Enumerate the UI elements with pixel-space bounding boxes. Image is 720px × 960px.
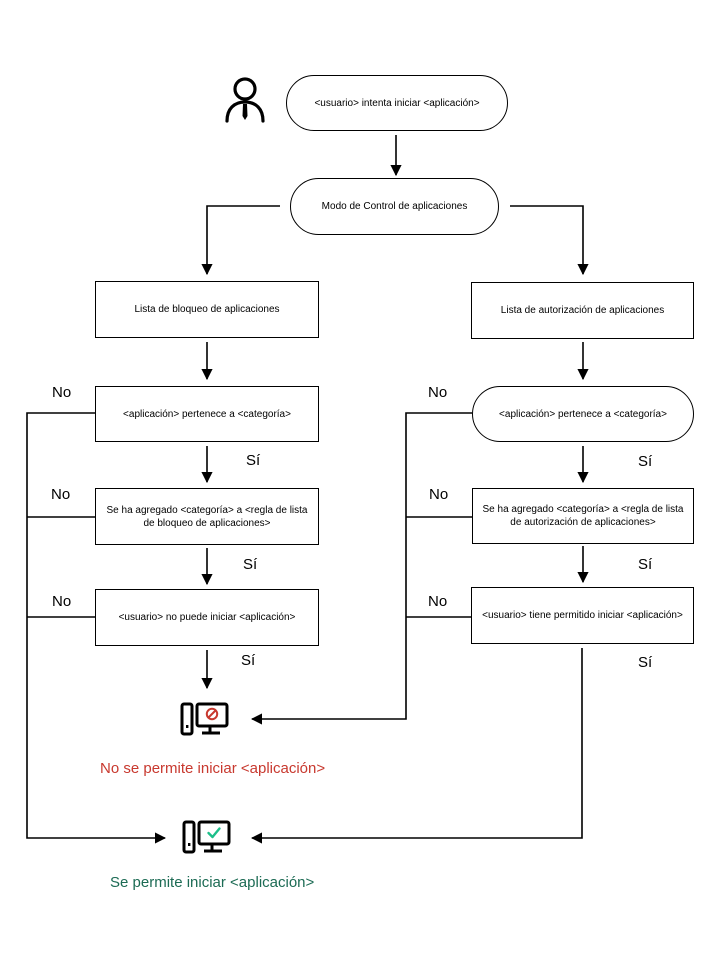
- label-yes-allow-belongs: Sí: [638, 453, 653, 470]
- label-no-block-cannot: No: [52, 593, 72, 610]
- arrow-mode-allow: [510, 205, 589, 276]
- line-allow-no: [250, 412, 472, 725]
- label-no-block-added: No: [51, 486, 71, 503]
- result-denied: No se permite iniciar <aplicación>: [100, 760, 326, 777]
- label-yes-block-belongs: Sí: [246, 452, 261, 469]
- node-allow-belongs: <aplicación> pertenece a <categoría>: [472, 386, 694, 442]
- node-control-mode: Modo de Control de aplicaciones: [290, 178, 499, 235]
- node-allow-permitted: <usuario> tiene permitido iniciar <aplic…: [471, 587, 694, 644]
- result-allowed: Se permite iniciar <aplicación>: [110, 874, 315, 891]
- label-no-block-belongs: No: [52, 384, 72, 401]
- arrow-mode-block: [201, 205, 280, 276]
- node-block-cannot: <usuario> no puede iniciar <aplicación>: [95, 589, 319, 646]
- label-yes-block-cannot: Sí: [241, 652, 256, 669]
- computer-denied-icon: [180, 702, 229, 736]
- computer-allowed-icon: [182, 820, 231, 854]
- label-yes-allow-permitted: Sí: [638, 654, 653, 671]
- line-allow-yes: [250, 648, 583, 844]
- node-block-list: Lista de bloqueo de aplicaciones: [95, 281, 319, 338]
- label-yes-block-added: Sí: [243, 556, 258, 573]
- user-icon: [225, 77, 265, 123]
- node-block-added: Se ha agregado <categoría> a <regla de l…: [95, 488, 319, 545]
- node-allow-list: Lista de autorización de aplicaciones: [471, 282, 694, 339]
- node-block-belongs: <aplicación> pertenece a <categoría>: [95, 386, 319, 442]
- label-no-allow-added: No: [429, 486, 449, 503]
- label-yes-allow-added: Sí: [638, 556, 653, 573]
- node-start: <usuario> intenta iniciar <aplicación>: [286, 75, 508, 131]
- label-no-allow-belongs: No: [428, 384, 448, 401]
- line-block-no: [26, 412, 167, 844]
- label-no-allow-permitted: No: [428, 593, 448, 610]
- node-allow-added: Se ha agregado <categoría> a <regla de l…: [472, 488, 694, 544]
